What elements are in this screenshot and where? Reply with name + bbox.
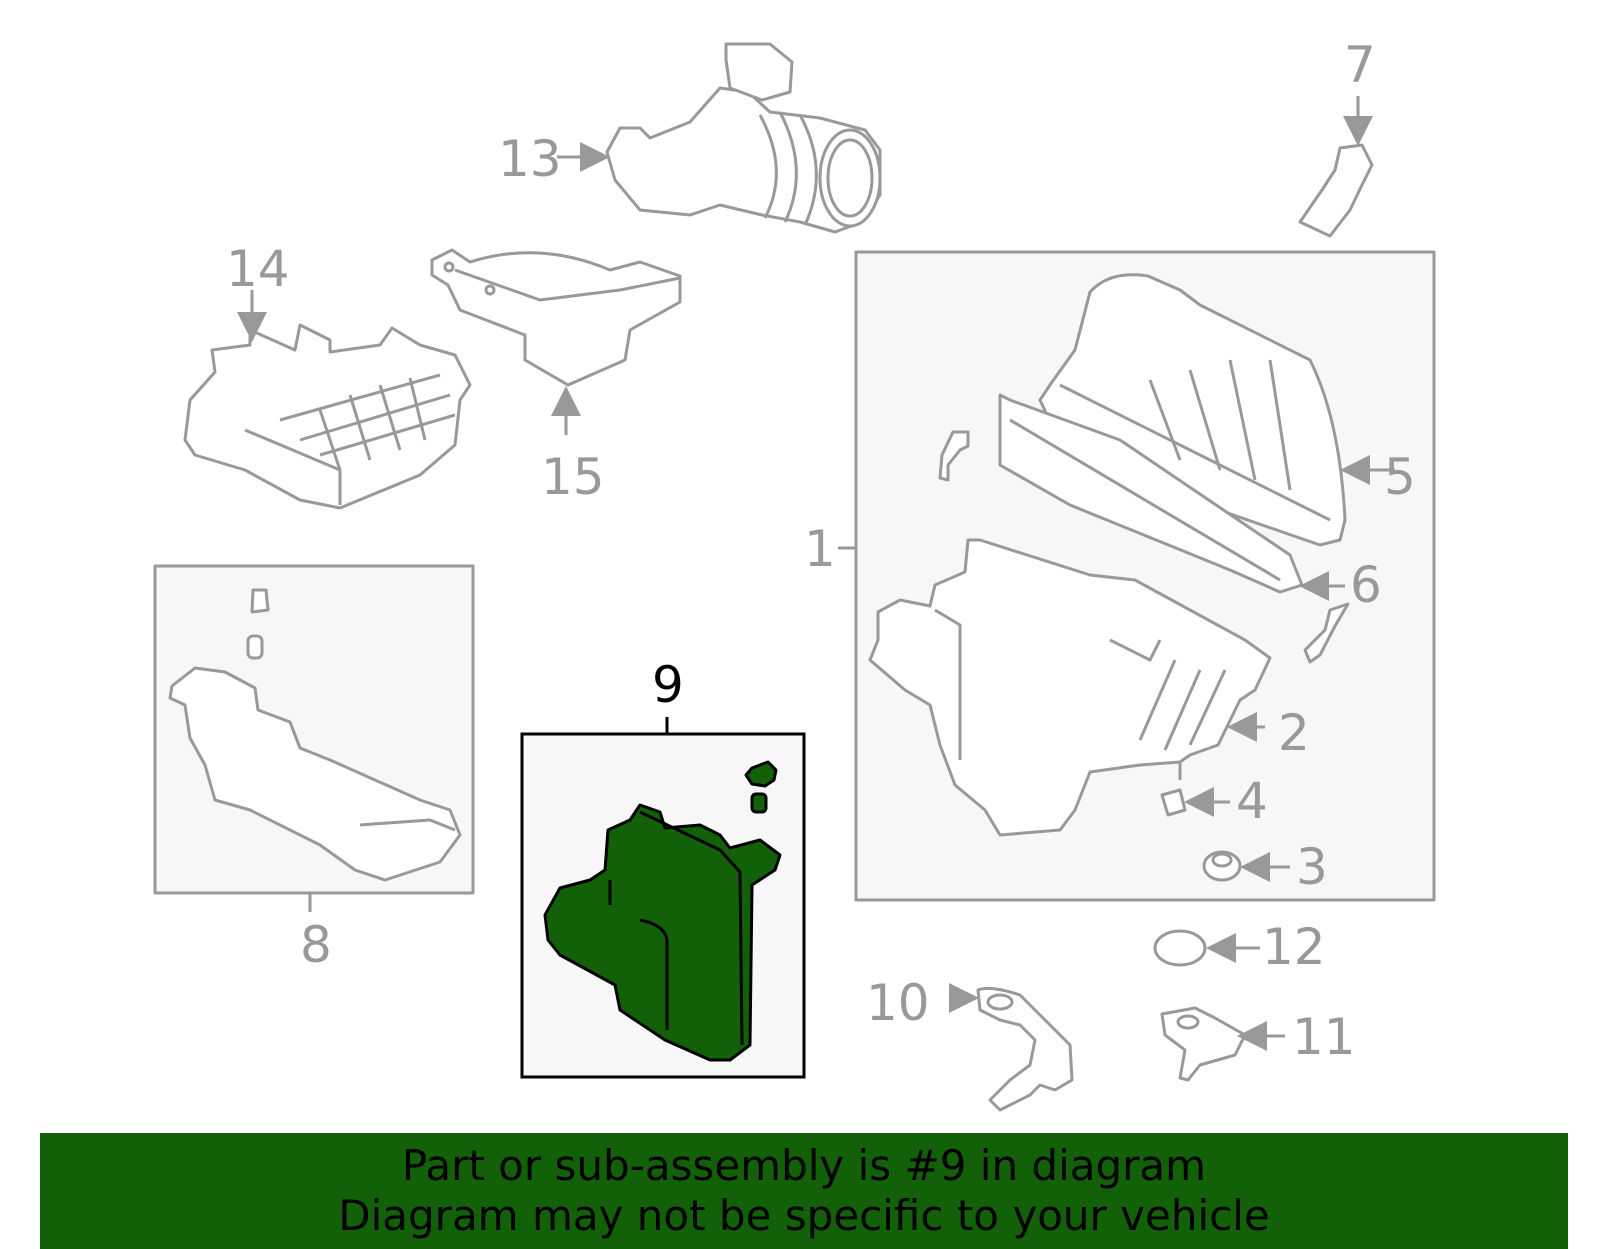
banner-line-part: Part or sub-assembly is #9 in diagram — [401, 1141, 1207, 1190]
callout-9[interactable]: 9 — [652, 656, 684, 714]
callout-4[interactable]: 4 — [1236, 772, 1268, 830]
callout-6[interactable]: 6 — [1350, 556, 1382, 614]
part-10-bracket[interactable] — [976, 986, 1074, 1112]
part-14-inlet-duct[interactable] — [183, 323, 472, 510]
callout-10[interactable]: 10 — [866, 974, 930, 1032]
part-2-lower-case[interactable] — [868, 538, 1272, 837]
callout-13[interactable]: 13 — [498, 130, 562, 188]
callout-5[interactable]: 5 — [1384, 448, 1416, 506]
part-7-clip[interactable] — [1298, 143, 1374, 238]
clip-left — [938, 430, 970, 482]
part-6-filter-element[interactable] — [998, 393, 1304, 594]
callout-15[interactable]: 15 — [541, 448, 605, 506]
callout-1[interactable]: 1 — [804, 520, 836, 578]
part-8-inlet[interactable] — [168, 588, 462, 882]
banner-line-disclaimer: Diagram may not be specific to your vehi… — [338, 1191, 1270, 1240]
callout-8[interactable]: 8 — [300, 916, 332, 974]
part-4-grommet[interactable] — [1160, 788, 1187, 817]
callout-2[interactable]: 2 — [1278, 704, 1310, 762]
part-11-bracket[interactable] — [1160, 1006, 1247, 1082]
callout-11[interactable]: 11 — [1292, 1008, 1356, 1066]
clip-right — [1303, 602, 1350, 664]
callout-14[interactable]: 14 — [226, 240, 290, 298]
callout-12[interactable]: 12 — [1262, 918, 1326, 976]
info-banner: Part or sub-assembly is #9 in diagram Di… — [40, 1133, 1568, 1249]
part-12-o-ring[interactable] — [1153, 929, 1207, 967]
part-13-intake-tube[interactable] — [605, 42, 882, 234]
part-15-duct[interactable] — [430, 248, 682, 387]
callout-7[interactable]: 7 — [1344, 36, 1376, 94]
part-3-cushion[interactable] — [1202, 850, 1242, 882]
assembly-box-9[interactable] — [520, 717, 806, 1079]
callout-3[interactable]: 3 — [1296, 838, 1328, 896]
